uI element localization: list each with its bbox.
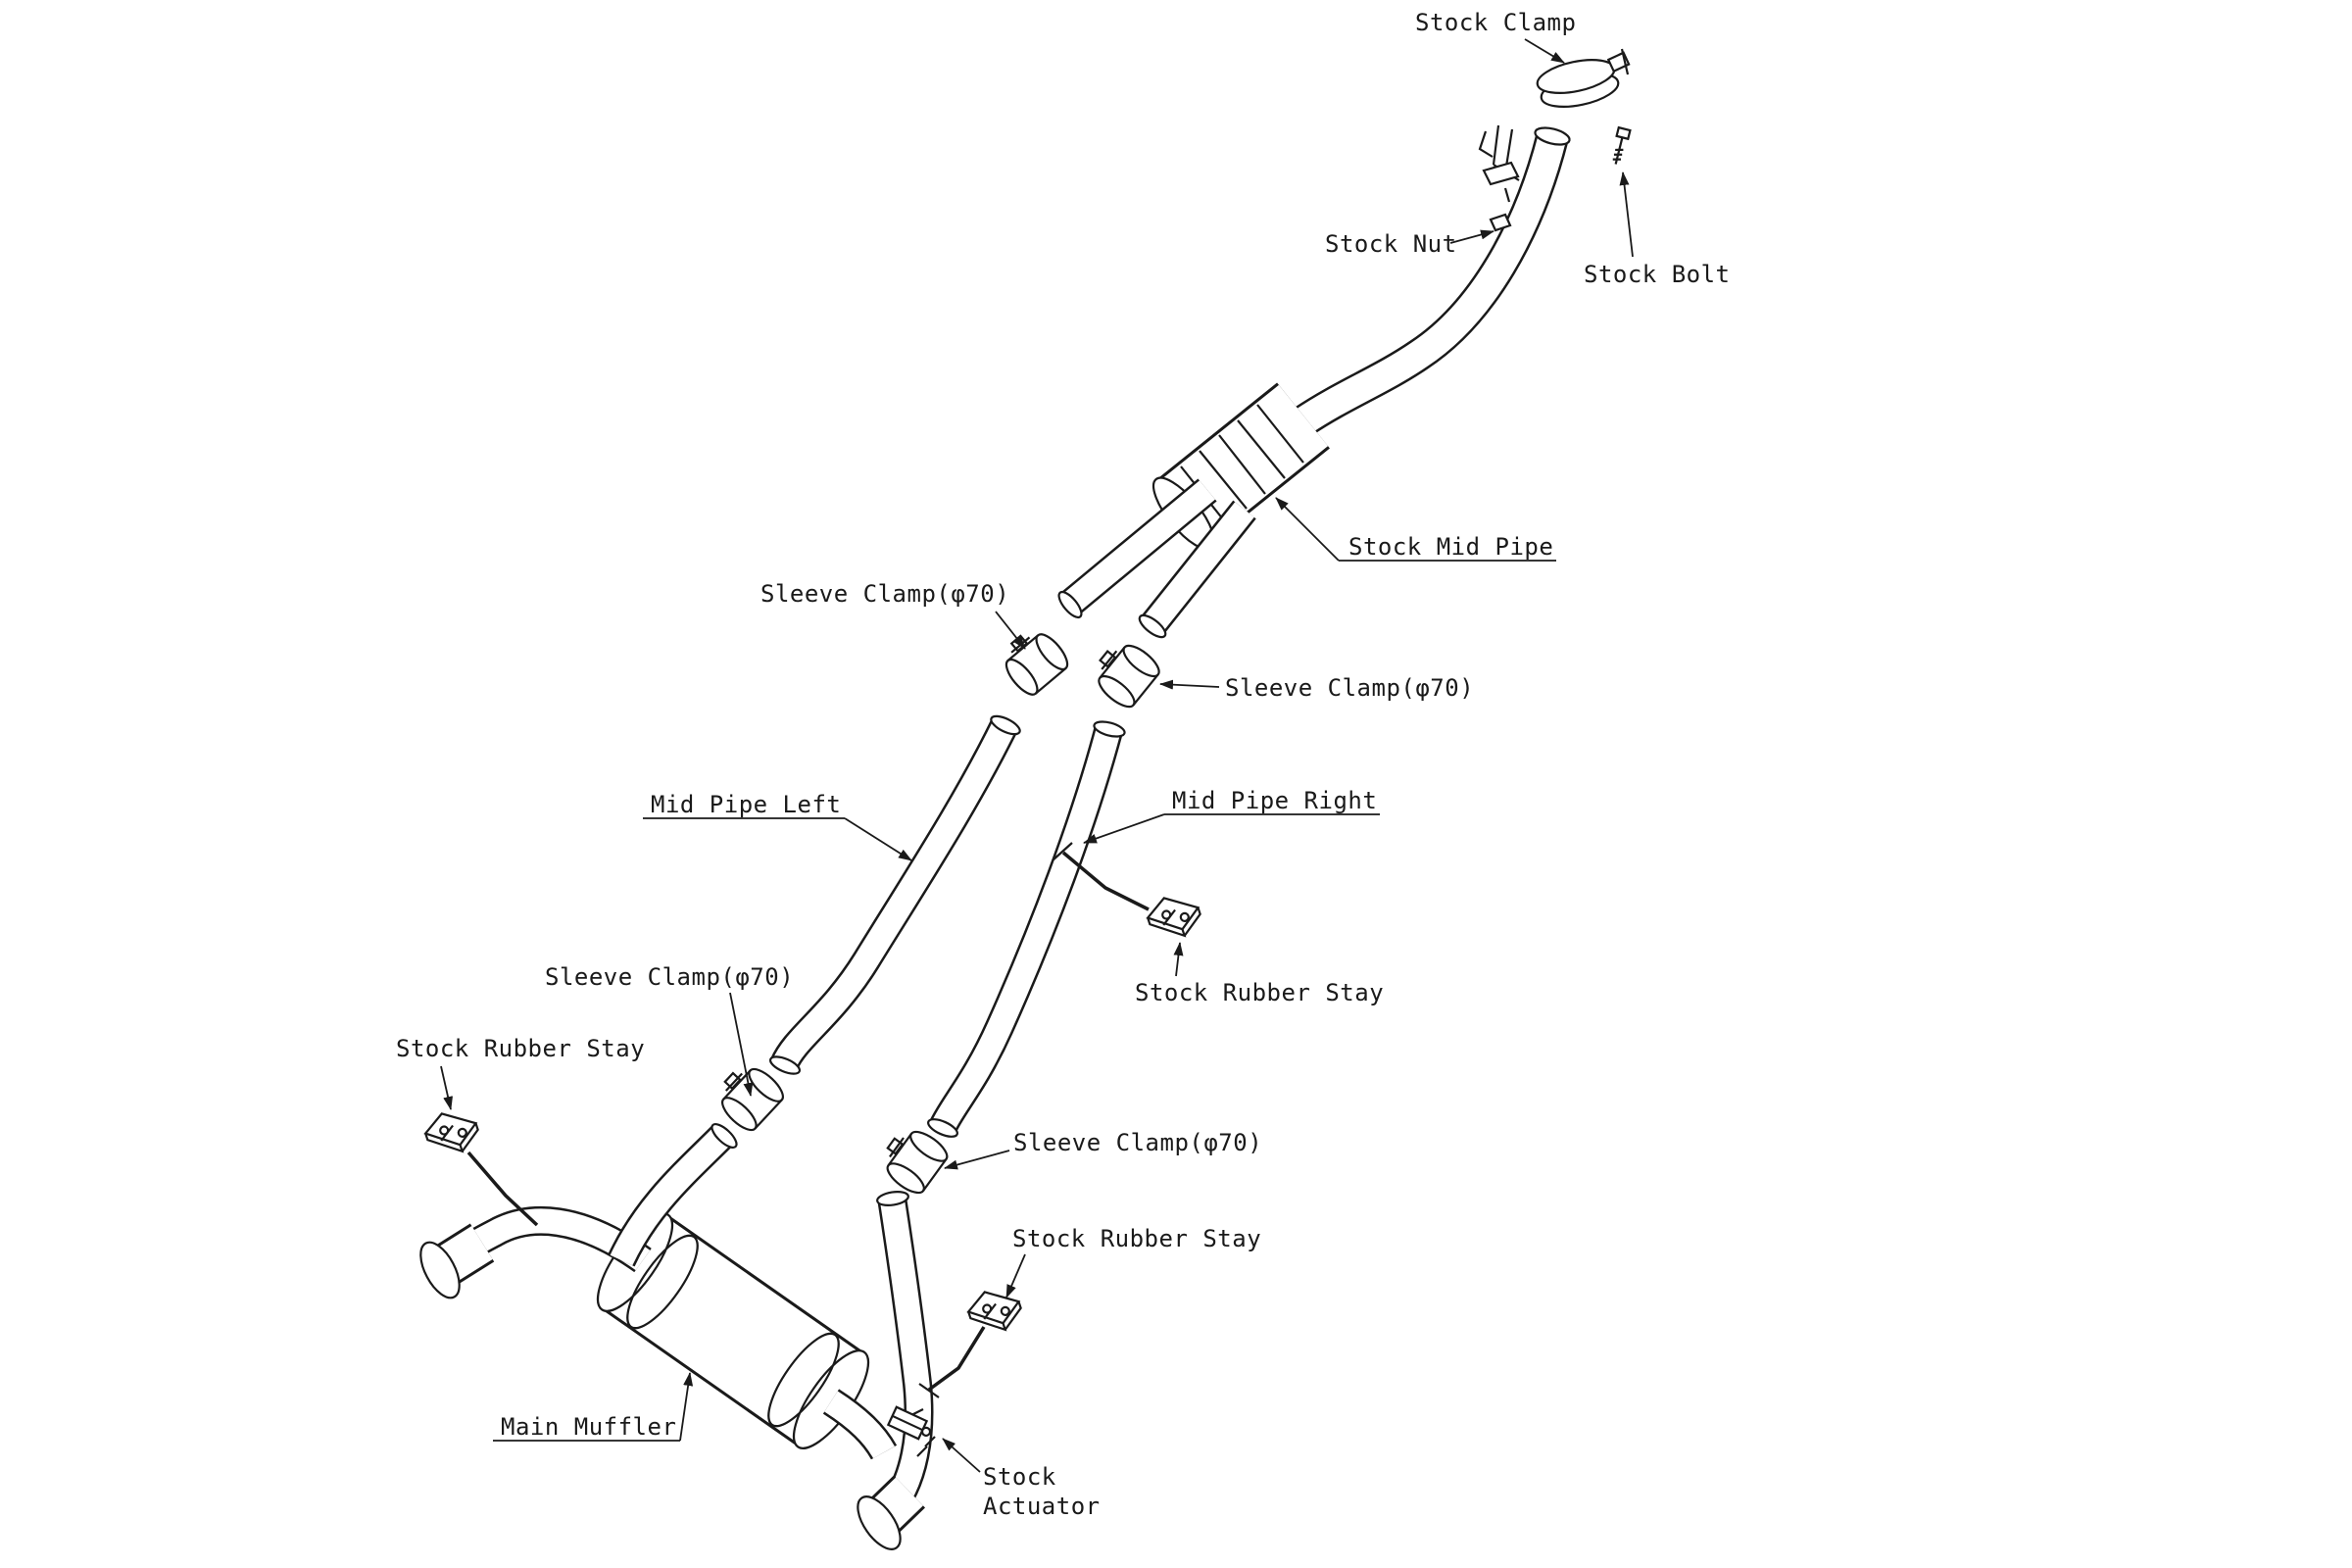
sleeve-clamp-part-2 xyxy=(1085,632,1165,713)
leader-sleeve-clamp-3 xyxy=(729,992,754,1097)
rubber-stay-part-bottom xyxy=(918,1282,1027,1398)
leader-rubber-stay-left xyxy=(440,1065,453,1110)
stock-mid-pipe-drawing xyxy=(1055,405,1303,641)
label-sleeve-clamp-2: Sleeve Clamp(φ70) xyxy=(1225,674,1475,702)
label-stock-actuator: Stock Actuator xyxy=(983,1463,1101,1520)
label-stock-nut: Stock Nut xyxy=(1325,230,1457,258)
label-sleeve-clamp-4: Sleeve Clamp(φ70) xyxy=(1013,1129,1263,1156)
label-main-muffler: Main Muffler xyxy=(501,1413,677,1441)
label-mid-pipe-right: Mid Pipe Right xyxy=(1172,787,1378,814)
leader-mid-pipe-left xyxy=(844,817,912,861)
leader-sleeve-clamp-4 xyxy=(944,1150,1010,1170)
label-sleeve-clamp-1: Sleeve Clamp(φ70) xyxy=(760,580,1010,608)
label-rubber-stay-right: Stock Rubber Stay xyxy=(1135,979,1385,1006)
leader-rubber-stay-right xyxy=(1173,942,1184,977)
label-mid-pipe-left: Mid Pipe Left xyxy=(651,791,842,818)
label-stock-mid-pipe: Stock Mid Pipe xyxy=(1348,533,1554,561)
rubber-stay-part-left xyxy=(419,1103,539,1227)
main-muffler-drawing xyxy=(413,1120,881,1458)
leader-mid-pipe-right xyxy=(1083,813,1165,844)
leader-stock-mid-pipe xyxy=(1275,497,1340,562)
leader-stock-bolt xyxy=(1619,172,1634,258)
label-rubber-stay-bottom: Stock Rubber Stay xyxy=(1012,1225,1262,1252)
mid-pipe-right-drawing xyxy=(927,719,1150,1141)
label-sleeve-clamp-3: Sleeve Clamp(φ70) xyxy=(545,963,795,991)
stock-actuator-part xyxy=(886,1405,936,1457)
leader-stock-actuator xyxy=(942,1438,981,1473)
rubber-stay-part-right xyxy=(1142,888,1206,947)
leader-sleeve-clamp-1 xyxy=(995,611,1026,650)
sleeve-clamp-part-1 xyxy=(993,619,1074,701)
leader-sleeve-clamp-2 xyxy=(1159,679,1220,690)
tail-pipe-drawing xyxy=(1303,124,1571,421)
label-rubber-stay-left: Stock Rubber Stay xyxy=(396,1035,646,1062)
leader-lines xyxy=(440,38,1634,1473)
leader-main-muffler xyxy=(679,1372,694,1442)
stock-clamp-part xyxy=(1536,48,1631,108)
leader-stock-clamp xyxy=(1524,38,1565,64)
label-stock-clamp: Stock Clamp xyxy=(1415,9,1577,36)
leader-stock-nut xyxy=(1449,229,1494,244)
mid-pipe-left-drawing xyxy=(768,712,1021,1077)
stock-nut-part xyxy=(1478,124,1520,232)
stock-bolt-part xyxy=(1612,125,1632,165)
rear-pipe-drawing xyxy=(831,1190,918,1550)
label-stock-bolt: Stock Bolt xyxy=(1584,261,1731,288)
leader-rubber-stay-bottom xyxy=(1005,1253,1026,1298)
